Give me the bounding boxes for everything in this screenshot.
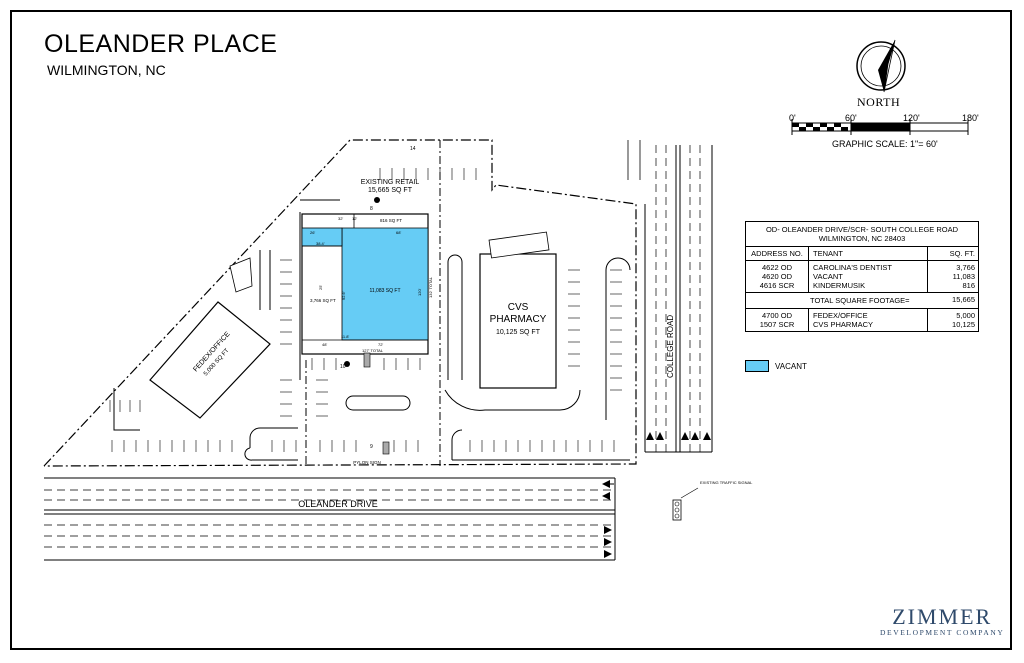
dim-side-26: 26' (310, 230, 315, 235)
scale-tick-120: 120' (903, 113, 920, 123)
table-column-headers: ADDRESS NO. TENANT SQ. FT. (746, 247, 978, 261)
dim-top-68: 68' (396, 230, 401, 235)
pylon-sign-icon (363, 352, 390, 455)
scale-tick-60: 60' (845, 113, 857, 123)
college-road-label: COLLEGE ROAD (666, 315, 675, 378)
college-road (627, 140, 713, 453)
legend-vacant-swatch (745, 360, 769, 372)
company-logo: ZIMMER DEVELOPMENT COMPANY (880, 604, 1005, 638)
existing-retail-sqft: 15,665 SQ FT (368, 187, 413, 194)
table-header: OD- OLEANDER DRIVE/SCR- SOUTH COLLEGE RO… (746, 222, 978, 247)
graphic-scale-bar (791, 119, 969, 135)
company-tagline: DEVELOPMENT COMPANY (880, 628, 1005, 637)
scale-caption: GRAPHIC SCALE: 1"= 60' (832, 139, 938, 149)
vacant-sqft: 11,083 SQ FT (369, 288, 400, 294)
table-row: 4622 OD 4620 OD 4616 SCR CAROLINA'S DENT… (746, 261, 978, 293)
curbs-and-islands (113, 199, 631, 461)
legend-vacant-label: VACANT (775, 361, 807, 371)
dim-92: 92.6' (341, 291, 346, 300)
scale-tick-180: 180' (962, 113, 979, 123)
scale-tick-0: 0' (789, 113, 796, 123)
dim-72: 72' (378, 342, 383, 347)
company-name: ZIMMER (892, 604, 993, 629)
dim-127: 127' TOTAL (362, 348, 384, 353)
table-row: 4700 OD 1507 SCR FEDEX/OFFICE CVS PHARMA… (746, 309, 978, 331)
page-title: OLEANDER PLACE (44, 30, 278, 58)
oleander-drive-label: OLEANDER DRIVE (298, 499, 378, 509)
drawing-frame (10, 10, 1012, 650)
unit-small-sqft: 816 SQ FT (380, 218, 402, 223)
parking-count-a: 14 (410, 146, 416, 152)
dim-48: 48' (322, 342, 327, 347)
traffic-arrows (602, 432, 711, 558)
fedex-building (149, 257, 271, 419)
table-total-row: TOTAL SQUARE FOOTAGE= 15,665 (746, 293, 978, 309)
parking-count-d: 9 (370, 444, 373, 450)
traffic-signal-label: EXISTING TRAFFIC SIGNAL (700, 480, 753, 485)
parking-count-b: 8 (370, 206, 373, 212)
accessible-parking-icon (344, 197, 380, 367)
existing-retail-building (301, 213, 429, 355)
parking-stalls (109, 168, 622, 452)
map-labels: EXISTING RETAIL 15,665 SQ FT 816 SQ FT 3… (192, 146, 753, 509)
dim-25: 25' (318, 285, 323, 290)
page-subtitle: WILMINGTON, NC (47, 62, 166, 78)
oleander-drive-road (44, 477, 616, 561)
dim-38: 38.4' (316, 241, 325, 246)
cvs-building (479, 231, 557, 389)
dim-top-12: 12' (352, 216, 357, 221)
legend: VACANT (745, 360, 807, 372)
cvs-name-line1: CVS (508, 302, 529, 313)
north-arrow-icon (856, 39, 906, 93)
unit-left-sqft: 3,766 SQ FT (310, 298, 336, 303)
dim-11: 11.8' (341, 334, 349, 339)
pylon-sign-label: PYLON SIGN (353, 460, 381, 465)
north-label: NORTH (857, 95, 901, 109)
dim-132: 132' TOTAL (428, 276, 433, 298)
parking-count-c: 10 (340, 364, 346, 370)
traffic-signal-icon (672, 487, 699, 521)
cvs-sqft: 10,125 SQ FT (496, 329, 541, 336)
property-boundary (43, 139, 637, 467)
tenant-table: OD- OLEANDER DRIVE/SCR- SOUTH COLLEGE RO… (745, 221, 979, 332)
site-lines (305, 140, 441, 466)
vacant-unit (341, 227, 429, 341)
dim-top-32: 32' (338, 216, 343, 221)
cvs-name-line2: PHARMACY (490, 314, 547, 325)
existing-retail-label: EXISTING RETAIL (361, 179, 420, 186)
dim-120: 120' (417, 288, 422, 296)
